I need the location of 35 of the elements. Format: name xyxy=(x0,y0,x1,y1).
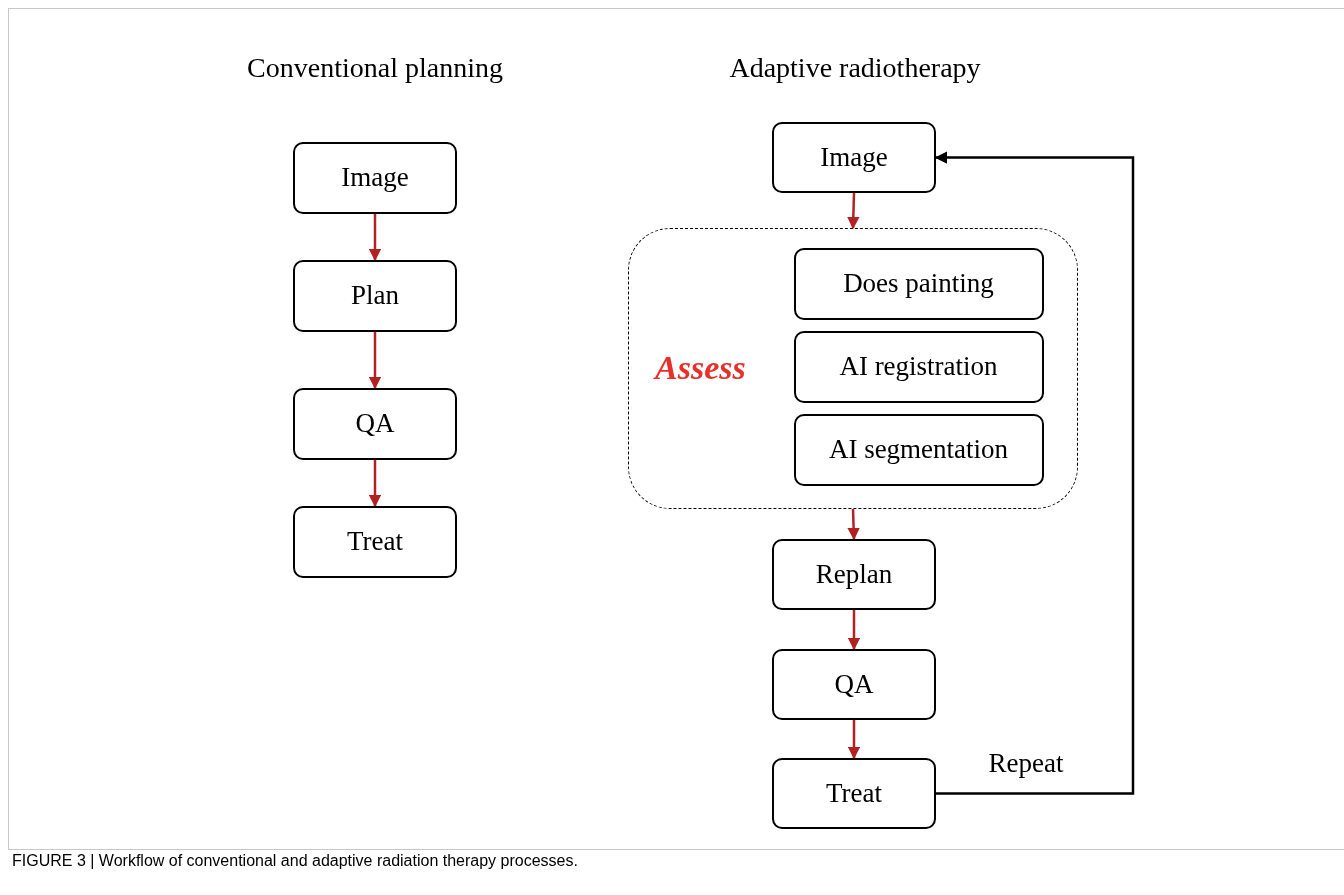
node-label: QA xyxy=(834,669,874,700)
process-box xyxy=(772,122,936,193)
arrow xyxy=(934,151,1135,795)
node-label: Image xyxy=(820,142,888,173)
arrow xyxy=(368,460,382,508)
node-label: Image xyxy=(341,163,409,193)
process-box xyxy=(293,142,457,214)
arrow xyxy=(847,720,861,760)
process-box xyxy=(772,758,936,829)
node-label: Treat xyxy=(347,527,403,557)
column-heading: Adaptive radiotherapy xyxy=(729,52,981,84)
dashed-group-box xyxy=(628,228,1078,509)
group-title: Assess xyxy=(655,349,746,387)
process-box xyxy=(293,506,457,578)
process-box xyxy=(293,388,457,460)
node-label: AI registration xyxy=(839,351,998,382)
process-box xyxy=(772,539,936,610)
node-label: Treat xyxy=(826,778,882,809)
node-label: QA xyxy=(355,409,395,439)
arrow xyxy=(847,610,861,651)
arrow xyxy=(847,192,860,230)
node-label: Plan xyxy=(351,281,399,311)
figure-caption: FIGURE 3 | Workflow of conventional and adaptive radiation therapy processes. xyxy=(12,852,578,870)
process-box xyxy=(772,649,936,720)
process-box xyxy=(793,330,1044,403)
process-box xyxy=(793,247,1044,320)
process-box xyxy=(793,413,1044,486)
node-label: Does painting xyxy=(843,268,994,299)
process-box xyxy=(293,260,457,332)
arrow xyxy=(368,214,382,262)
column-heading: Conventional planning xyxy=(247,52,503,84)
node-label: Replan xyxy=(815,559,893,590)
arrow xyxy=(368,332,382,390)
node-label: AI segmentation xyxy=(828,434,1009,465)
arrow xyxy=(847,508,860,541)
